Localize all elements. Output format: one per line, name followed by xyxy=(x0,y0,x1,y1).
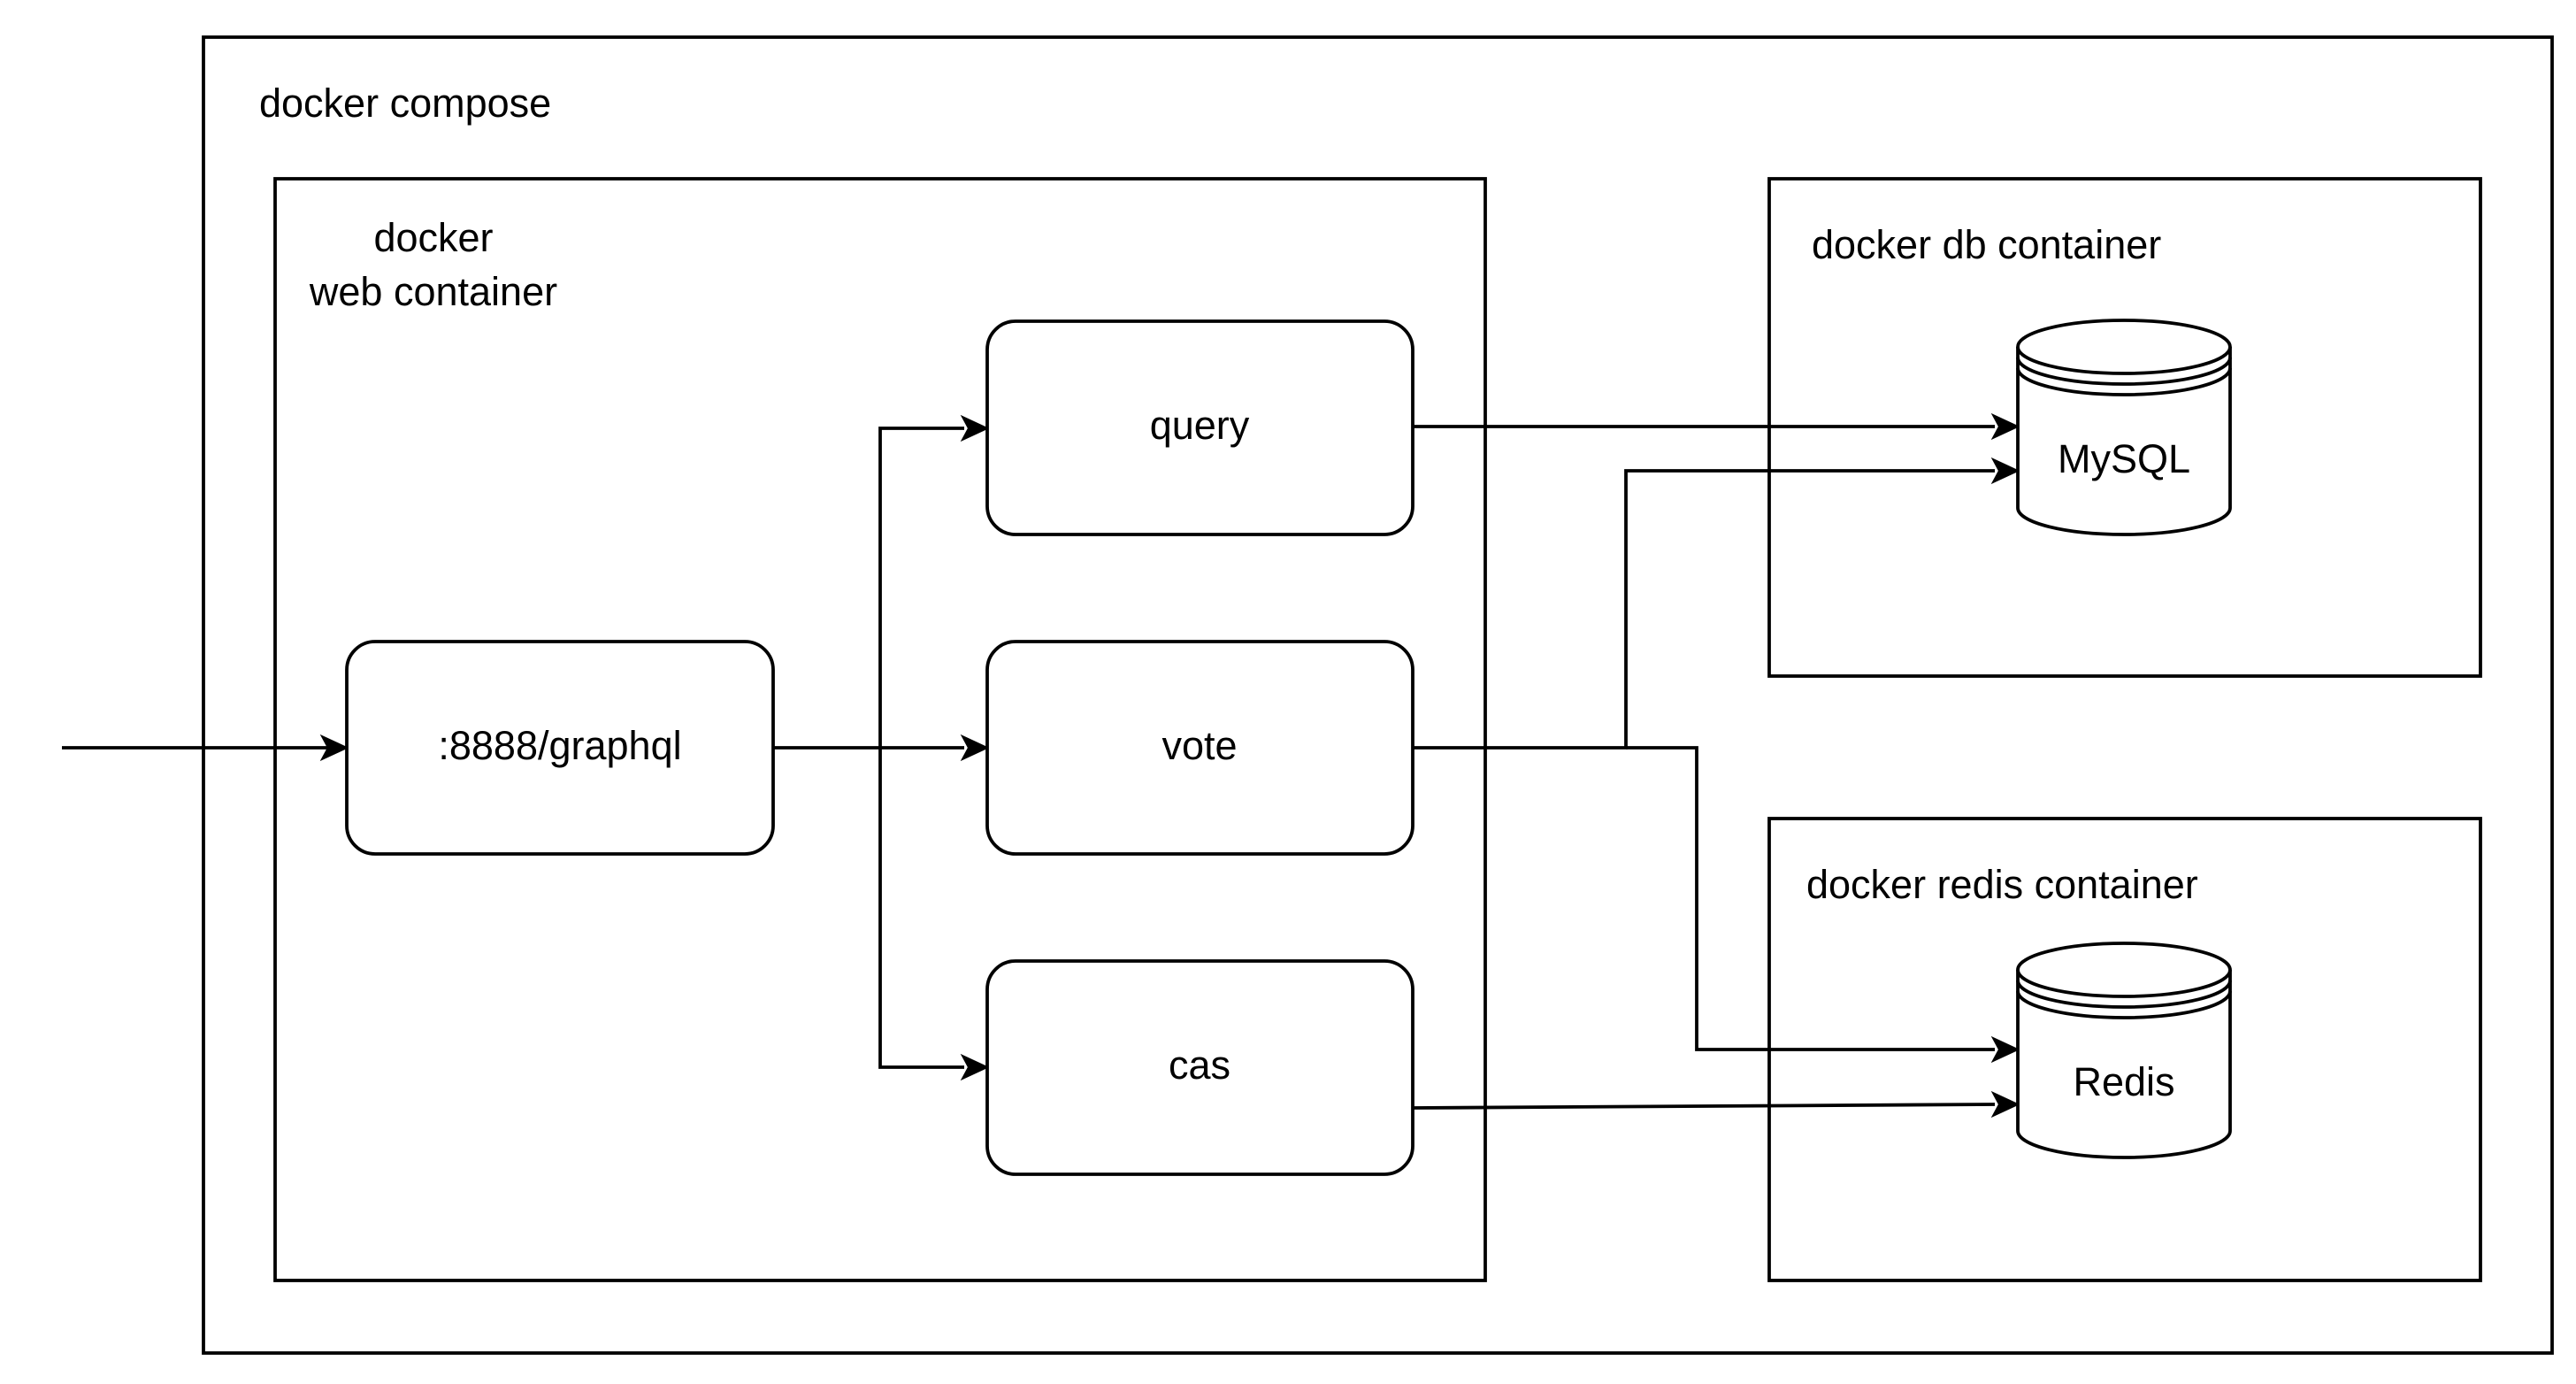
mysql-database[interactable]: MySQL xyxy=(2016,319,2232,536)
vote-label: vote xyxy=(1162,723,1237,768)
arrowhead-vote xyxy=(960,734,990,762)
redis-container-label: docker redis container xyxy=(1806,862,2198,907)
arrowhead-redis-top xyxy=(1990,1035,2020,1064)
redis-database[interactable]: Redis xyxy=(2016,942,2232,1159)
edge-graphql-cas xyxy=(878,748,964,1069)
redis-label: Redis xyxy=(2073,1059,2174,1104)
web-container: docker web container xyxy=(273,177,1487,1282)
redis-cylinder-rim-2 xyxy=(2016,980,2232,1009)
db-container-label: docker db container xyxy=(1812,222,2161,267)
edge-vote-redis xyxy=(1626,746,1995,1051)
arrowhead-mysql-top xyxy=(1990,412,2020,441)
node-vote[interactable]: vote xyxy=(985,640,1414,856)
redis-cylinder-body[interactable] xyxy=(2016,942,2232,1159)
mysql-label: MySQL xyxy=(2058,436,2190,481)
redis-cylinder-rim-3 xyxy=(2016,990,2232,1019)
mysql-cylinder-rim-3 xyxy=(2016,367,2232,396)
cas-box[interactable] xyxy=(985,959,1414,1176)
edge-cas-redis xyxy=(1412,1103,1996,1110)
graphql-label: :8888/graphql xyxy=(438,723,681,768)
edge-graphql-query xyxy=(878,427,964,748)
query-label: query xyxy=(1150,403,1250,448)
mysql-cylinder-rim-2 xyxy=(2016,357,2232,386)
arrowhead-cas xyxy=(960,1053,990,1081)
arrowhead-query xyxy=(960,414,990,442)
node-query[interactable]: query xyxy=(985,319,1414,536)
cas-label: cas xyxy=(1169,1042,1230,1088)
web-container-label-line1: docker xyxy=(373,215,493,260)
arrowhead-redis-bottom xyxy=(1990,1090,2020,1119)
mysql-cylinder-rim-1 xyxy=(2016,346,2232,375)
arrowhead-mysql-bottom xyxy=(1990,457,2020,485)
vote-box[interactable] xyxy=(985,640,1414,856)
docker-compose-label: docker compose xyxy=(259,81,551,126)
mysql-cylinder-body[interactable] xyxy=(2016,319,2232,536)
docker-compose-frame xyxy=(202,35,2554,1355)
graphql-box[interactable] xyxy=(345,640,775,856)
edges xyxy=(62,412,2020,1119)
node-graphql[interactable]: :8888/graphql xyxy=(345,640,775,856)
arrowhead-graphql xyxy=(319,734,349,762)
edge-vote-mysql xyxy=(1413,469,1995,750)
web-container-frame xyxy=(273,177,1487,1282)
web-container-label-line2: web container xyxy=(309,269,557,314)
docker-compose-container: docker compose xyxy=(202,35,2554,1355)
query-box[interactable] xyxy=(985,319,1414,536)
redis-cylinder-rim-1 xyxy=(2016,969,2232,998)
node-cas[interactable]: cas xyxy=(985,959,1414,1176)
